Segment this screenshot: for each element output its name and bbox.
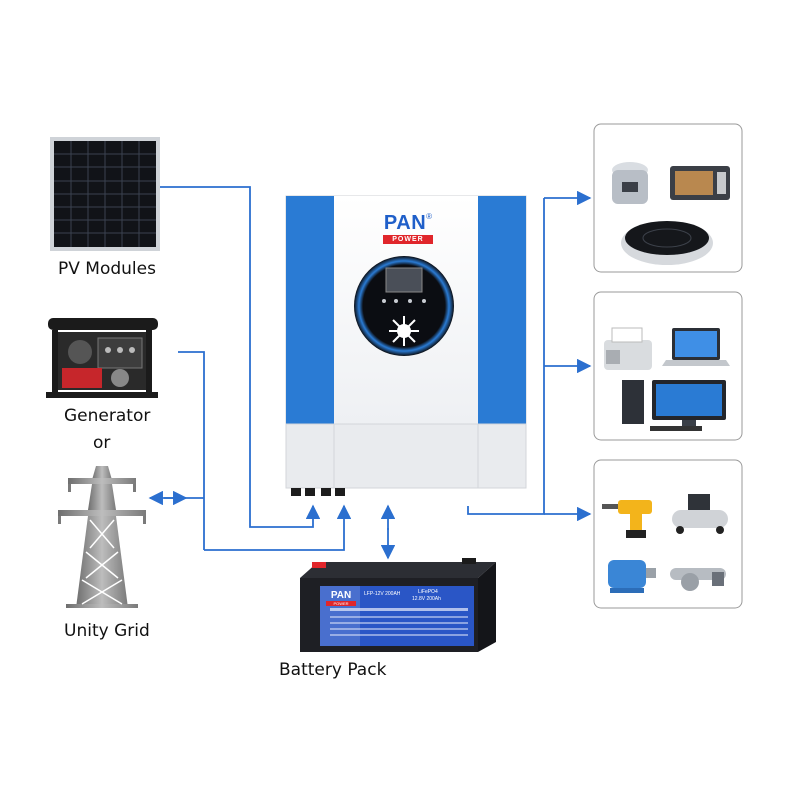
electric-motor-icon — [608, 560, 656, 593]
air-compressor-icon — [672, 494, 728, 534]
inverter-brand-sub: POWER — [383, 235, 433, 244]
inverter-logo: PAN® POWER — [378, 212, 438, 244]
inverter-registered-mark: ® — [426, 212, 433, 221]
ac-input-flow-line — [204, 504, 352, 551]
inverter-unit — [285, 195, 527, 496]
load-panel-office — [593, 291, 743, 441]
battery-brand-main: PAN — [330, 590, 352, 601]
generator-label: Generator — [64, 406, 151, 426]
generator-flow-line — [178, 351, 205, 550]
battery-model-text: LFP-12V 200AH — [364, 591, 401, 597]
tower-insulators — [58, 484, 146, 524]
inverter-brand-main: PAN — [383, 212, 427, 234]
rice-cooker-icon — [612, 162, 648, 204]
pv-module-icon — [50, 137, 160, 251]
battery-pack-icon — [300, 558, 496, 652]
tower-lattice — [81, 519, 123, 605]
unity-grid-label: Unity Grid — [64, 621, 150, 641]
angle-grinder-icon — [670, 568, 726, 591]
load-panel-tools — [593, 459, 743, 609]
battery-logo: PAN POWER — [326, 590, 356, 606]
transmission-tower-icon — [58, 466, 146, 608]
microwave-icon — [670, 166, 730, 200]
battery-pack-label: Battery Pack — [279, 660, 387, 680]
laptop-icon — [662, 328, 730, 366]
cordless-drill-icon — [602, 500, 652, 538]
inverter-terminals — [291, 488, 345, 496]
battery-brand-sub: POWER — [326, 601, 356, 606]
output-flow-line — [467, 198, 545, 515]
pv-modules-label: PV Modules — [58, 259, 156, 279]
control-panel-ring — [354, 256, 454, 356]
battery-chemistry-text: LiFePO4 — [418, 589, 438, 595]
pv-flow-line — [160, 186, 321, 528]
battery-spec-text: 12.8V 200Ah — [412, 596, 441, 602]
lcd-display — [385, 267, 423, 293]
desktop-computer-icon — [622, 380, 726, 431]
fax-machine-icon — [604, 327, 652, 370]
or-label: or — [93, 433, 111, 453]
induction-cooktop-icon — [621, 221, 713, 265]
load-panel-kitchen — [593, 123, 743, 273]
flow-lines — [148, 186, 592, 560]
generator-icon — [46, 318, 158, 398]
